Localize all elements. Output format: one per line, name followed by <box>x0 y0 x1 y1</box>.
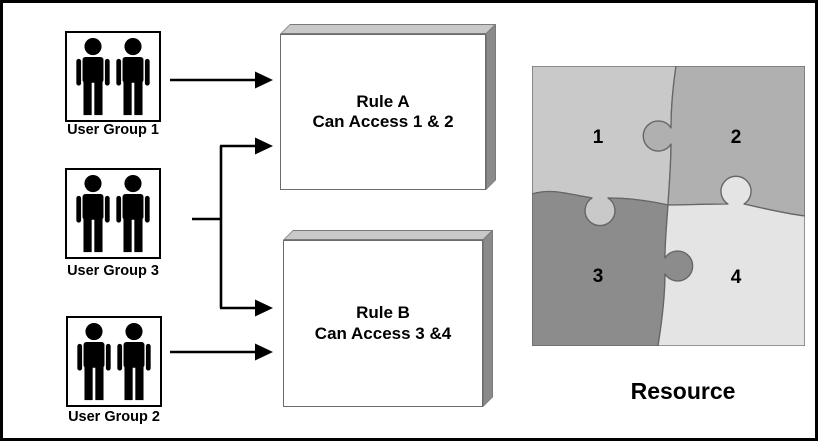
puzzle-piece-3-number: 3 <box>593 266 604 287</box>
rule-a-box: Rule A Can Access 1 & 2 <box>280 34 486 190</box>
arrow-usergroup2-to-ruleb <box>170 343 273 361</box>
puzzle-piece-1-number: 1 <box>593 127 604 148</box>
user-group-2-box <box>66 316 162 407</box>
user-group-1-box <box>65 31 161 122</box>
rule-b-box-side-face <box>483 230 493 407</box>
puzzle-piece-2-number: 2 <box>731 127 742 148</box>
user-group-2-label: User Group 2 <box>68 409 160 425</box>
rule-b-box-top-face <box>283 230 493 240</box>
user-group-1-label: User Group 1 <box>67 122 159 138</box>
arrow-usergroup1-to-rulea <box>170 71 273 89</box>
rule-a-description: Can Access 1 & 2 <box>312 112 454 131</box>
resource-puzzle: 1 2 3 4 <box>532 66 805 346</box>
rule-b-description: Can Access 3 &4 <box>314 323 452 343</box>
user-group-3-box <box>65 168 161 259</box>
user-group-3-label: User Group 3 <box>67 263 159 279</box>
resource-label: Resource <box>630 378 736 404</box>
rule-a-title: Rule A <box>356 91 410 111</box>
rule-b-box: Rule B Can Access 3 &4 <box>283 240 483 407</box>
rule-a-box-side-face <box>486 24 496 190</box>
puzzle-piece-4 <box>657 175 805 346</box>
puzzle-piece-4-number: 4 <box>731 267 742 288</box>
connector-arrows <box>170 71 273 361</box>
rule-b-title: Rule B <box>356 303 410 323</box>
arrow-usergroup3-to-rules <box>192 137 273 317</box>
rule-a-box-top-face <box>280 24 496 34</box>
